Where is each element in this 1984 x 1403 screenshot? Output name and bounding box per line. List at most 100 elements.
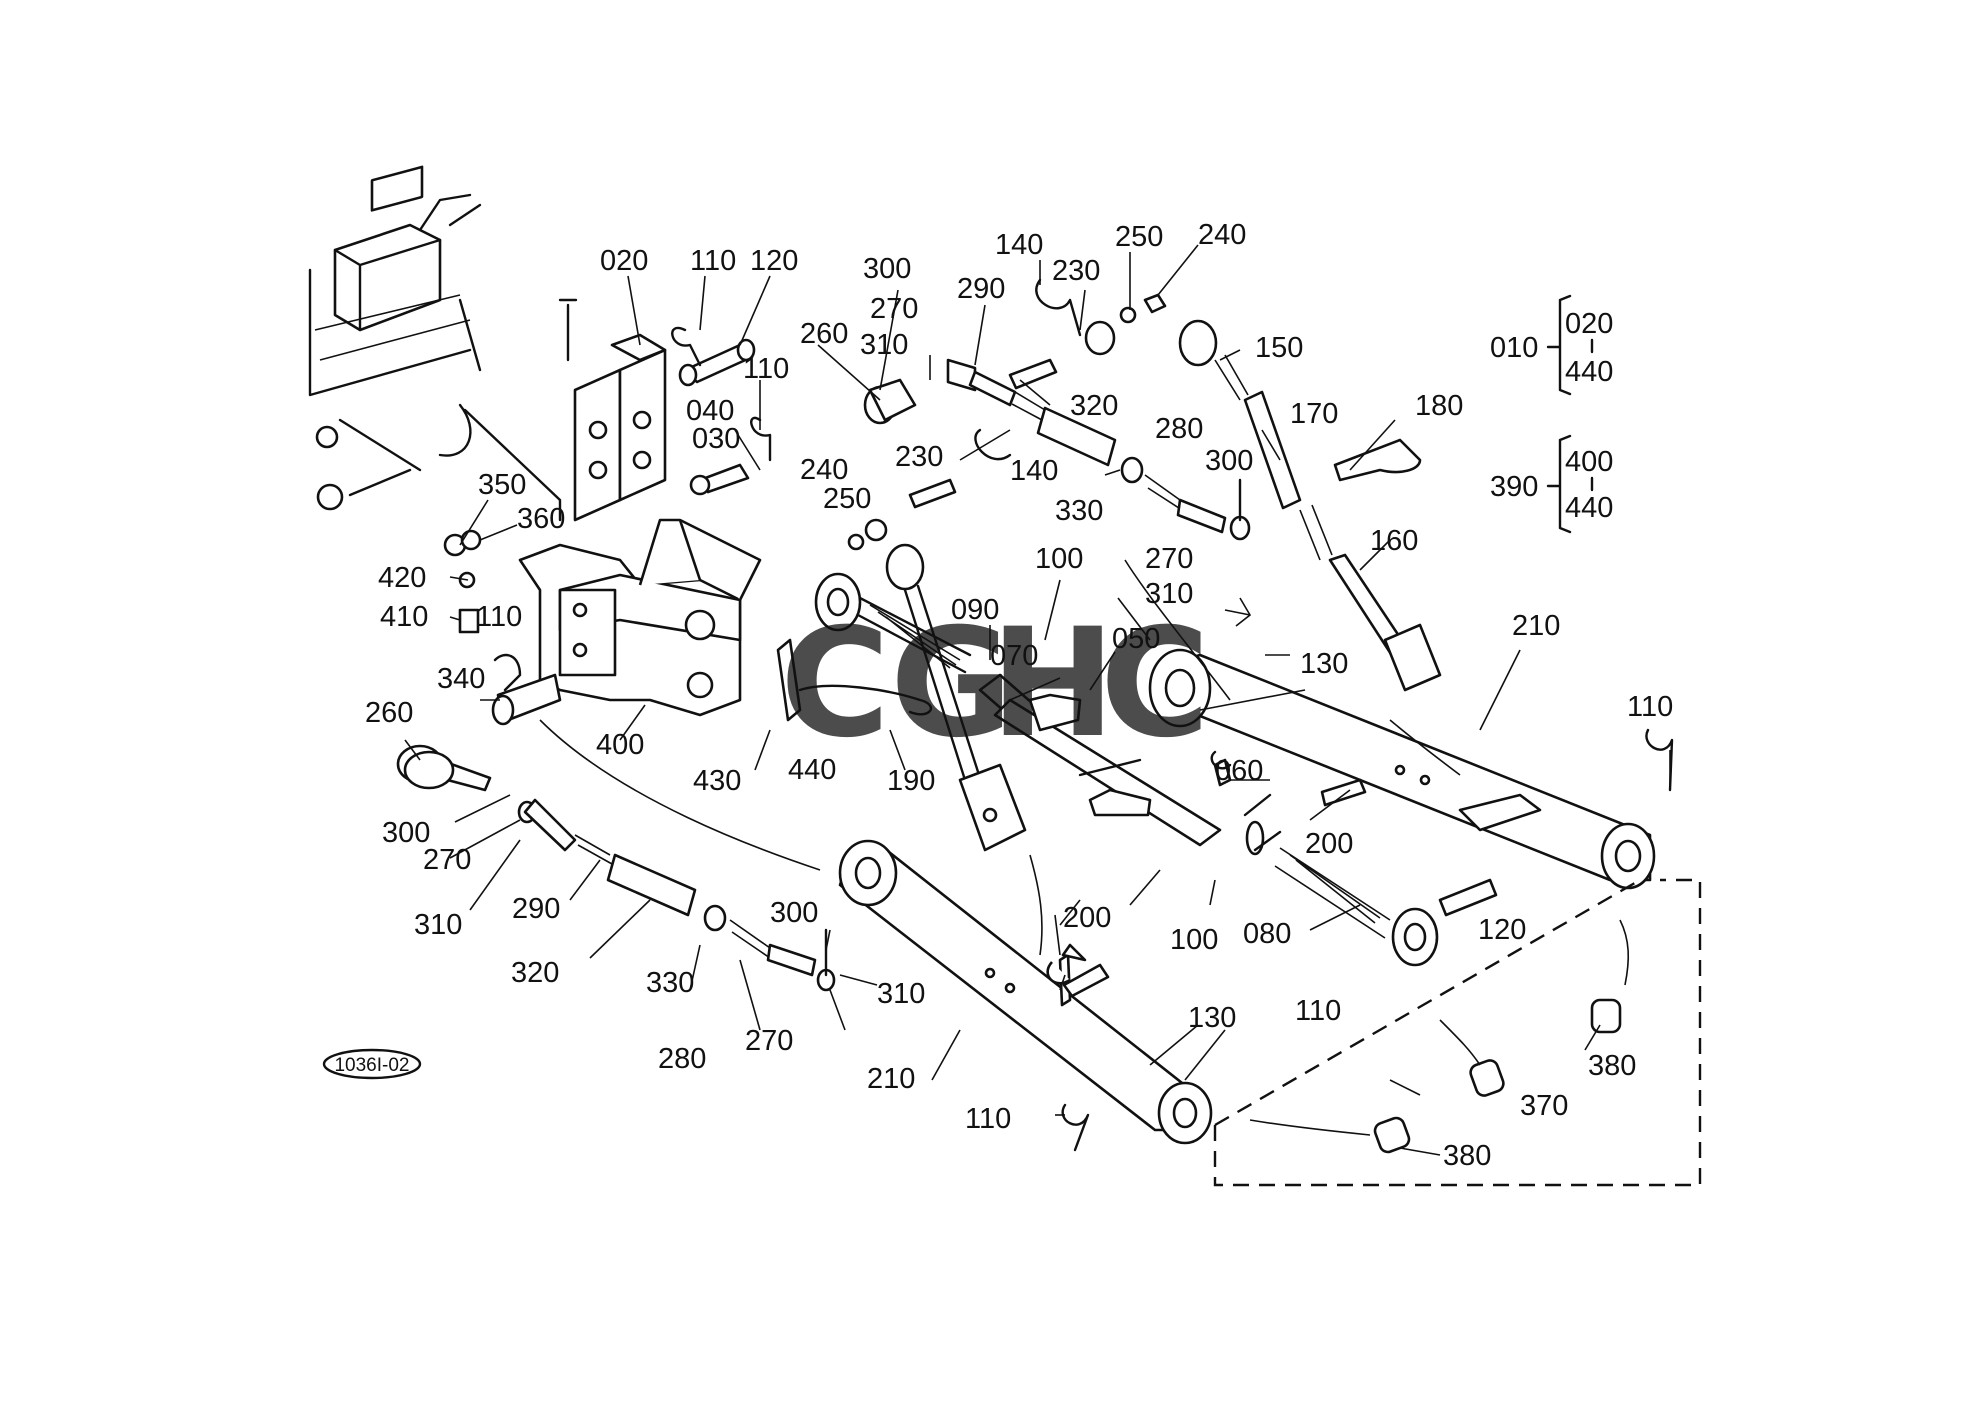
- part-label: 190: [887, 765, 935, 797]
- part-label: 440: [788, 754, 836, 786]
- legend-to: 440: [1565, 356, 1613, 388]
- part-label: 290: [957, 273, 1005, 305]
- part-label: 110: [476, 601, 522, 633]
- top-link-drawing: [814, 572, 1439, 967]
- part-label: 430: [693, 765, 741, 797]
- part-label: 230: [1052, 255, 1100, 287]
- hitch-body-drawing: [491, 518, 762, 726]
- part-label: 320: [511, 957, 559, 989]
- part-label: 420: [378, 562, 426, 594]
- part-label: 250: [1115, 221, 1163, 253]
- part-label: 090: [951, 594, 999, 626]
- part-label: 320: [1070, 390, 1118, 422]
- small-parts-drawing: [403, 278, 1674, 1154]
- part-label: 240: [800, 454, 848, 486]
- part-label: 050: [1112, 623, 1160, 655]
- part-label: 400: [596, 729, 644, 761]
- part-label: 300: [770, 897, 818, 929]
- part-label: 270: [423, 844, 471, 876]
- guide-arrows: [539, 559, 1702, 1187]
- lift-rod-drawing: [885, 543, 1027, 852]
- part-label: 180: [1415, 390, 1463, 422]
- part-label: 200: [1305, 828, 1353, 860]
- part-label: 310: [877, 978, 925, 1010]
- part-label: 300: [863, 253, 911, 285]
- legend-to: 440: [1565, 492, 1613, 524]
- part-label: 120: [1478, 914, 1526, 946]
- watermark-letter-g: G: [890, 597, 1013, 771]
- part-label: 100: [1170, 924, 1218, 956]
- watermark: C G H C: [780, 597, 1210, 771]
- part-label: 330: [646, 967, 694, 999]
- part-label: 210: [867, 1063, 915, 1095]
- part-label: 110: [1627, 691, 1673, 723]
- part-label: 070: [990, 640, 1038, 672]
- part-label: 160: [1370, 525, 1418, 557]
- part-label: 300: [382, 817, 430, 849]
- part-label: 200: [1063, 902, 1111, 934]
- part-label: 290: [512, 893, 560, 925]
- part-label: 310: [1145, 578, 1193, 610]
- part-label: 310: [860, 329, 908, 361]
- part-label: 240: [1198, 219, 1246, 251]
- part-label: 110: [1295, 995, 1341, 1027]
- part-label: 130: [1300, 648, 1348, 680]
- legend-group-390: 390 400 440: [1490, 434, 1613, 534]
- part-label: 030: [692, 423, 740, 455]
- part-label: 300: [1205, 445, 1253, 477]
- part-label: 110: [690, 245, 736, 277]
- watermark-letter-c1: C: [780, 597, 890, 771]
- legend-parent: 390: [1490, 471, 1538, 503]
- part-label: 140: [1010, 455, 1058, 487]
- part-label: 340: [437, 663, 485, 695]
- leader-lines: [404, 244, 1671, 1156]
- part-label: 020: [600, 245, 648, 277]
- watermark-letter-h: H: [990, 597, 1116, 771]
- part-label: 270: [745, 1025, 793, 1057]
- part-label: 380: [1588, 1050, 1636, 1082]
- part-label: 120: [750, 245, 798, 277]
- part-label: 100: [1035, 543, 1083, 575]
- part-label: 130: [1188, 1002, 1236, 1034]
- right-lower-link-drawing: [1148, 648, 1656, 890]
- part-label: 250: [823, 483, 871, 515]
- upper-turnbuckle-drawing: [863, 358, 1251, 541]
- part-labels: 020 110 120 300 270 290 140 230 250 240 …: [365, 219, 1673, 1172]
- part-label: 410: [380, 601, 428, 633]
- bracket-drawing: [558, 298, 667, 522]
- part-label: 330: [1055, 495, 1103, 527]
- legend-group-010: 010 020 440: [1490, 294, 1613, 396]
- part-label: 140: [995, 229, 1043, 261]
- left-lower-link-drawing: [838, 839, 1213, 1145]
- check-rod-drawing: [1178, 319, 1442, 692]
- part-label: 060: [1215, 755, 1263, 787]
- part-label: 370: [1520, 1090, 1568, 1122]
- part-label: 040: [686, 395, 734, 427]
- watermark-letter-c2: C: [1100, 597, 1210, 771]
- part-label: 280: [1155, 413, 1203, 445]
- part-label: 110: [965, 1103, 1011, 1135]
- part-label: 230: [895, 441, 943, 473]
- part-label: 380: [1443, 1140, 1491, 1172]
- part-label: 350: [478, 469, 526, 501]
- part-label: 270: [1145, 543, 1193, 575]
- part-label: 170: [1290, 398, 1338, 430]
- part-label: 080: [1243, 918, 1291, 950]
- diagram-code: 1036I-02: [334, 1055, 409, 1076]
- part-label: 150: [1255, 332, 1303, 364]
- tractor-frame-drawing: [308, 165, 562, 522]
- part-label: 260: [365, 697, 413, 729]
- left-turnbuckle-drawing: [396, 744, 836, 992]
- part-label: 310: [414, 909, 462, 941]
- legend-from: 400: [1565, 446, 1613, 478]
- part-label: 360: [517, 503, 565, 535]
- legend-parent: 010: [1490, 332, 1538, 364]
- part-label: 260: [800, 318, 848, 350]
- legend-from: 020: [1565, 308, 1613, 340]
- part-label: 270: [870, 293, 918, 325]
- diagram-code-badge: 1036I-02: [322, 1048, 422, 1080]
- part-label: 280: [658, 1043, 706, 1075]
- part-label: 210: [1512, 610, 1560, 642]
- part-label: 110: [743, 353, 789, 385]
